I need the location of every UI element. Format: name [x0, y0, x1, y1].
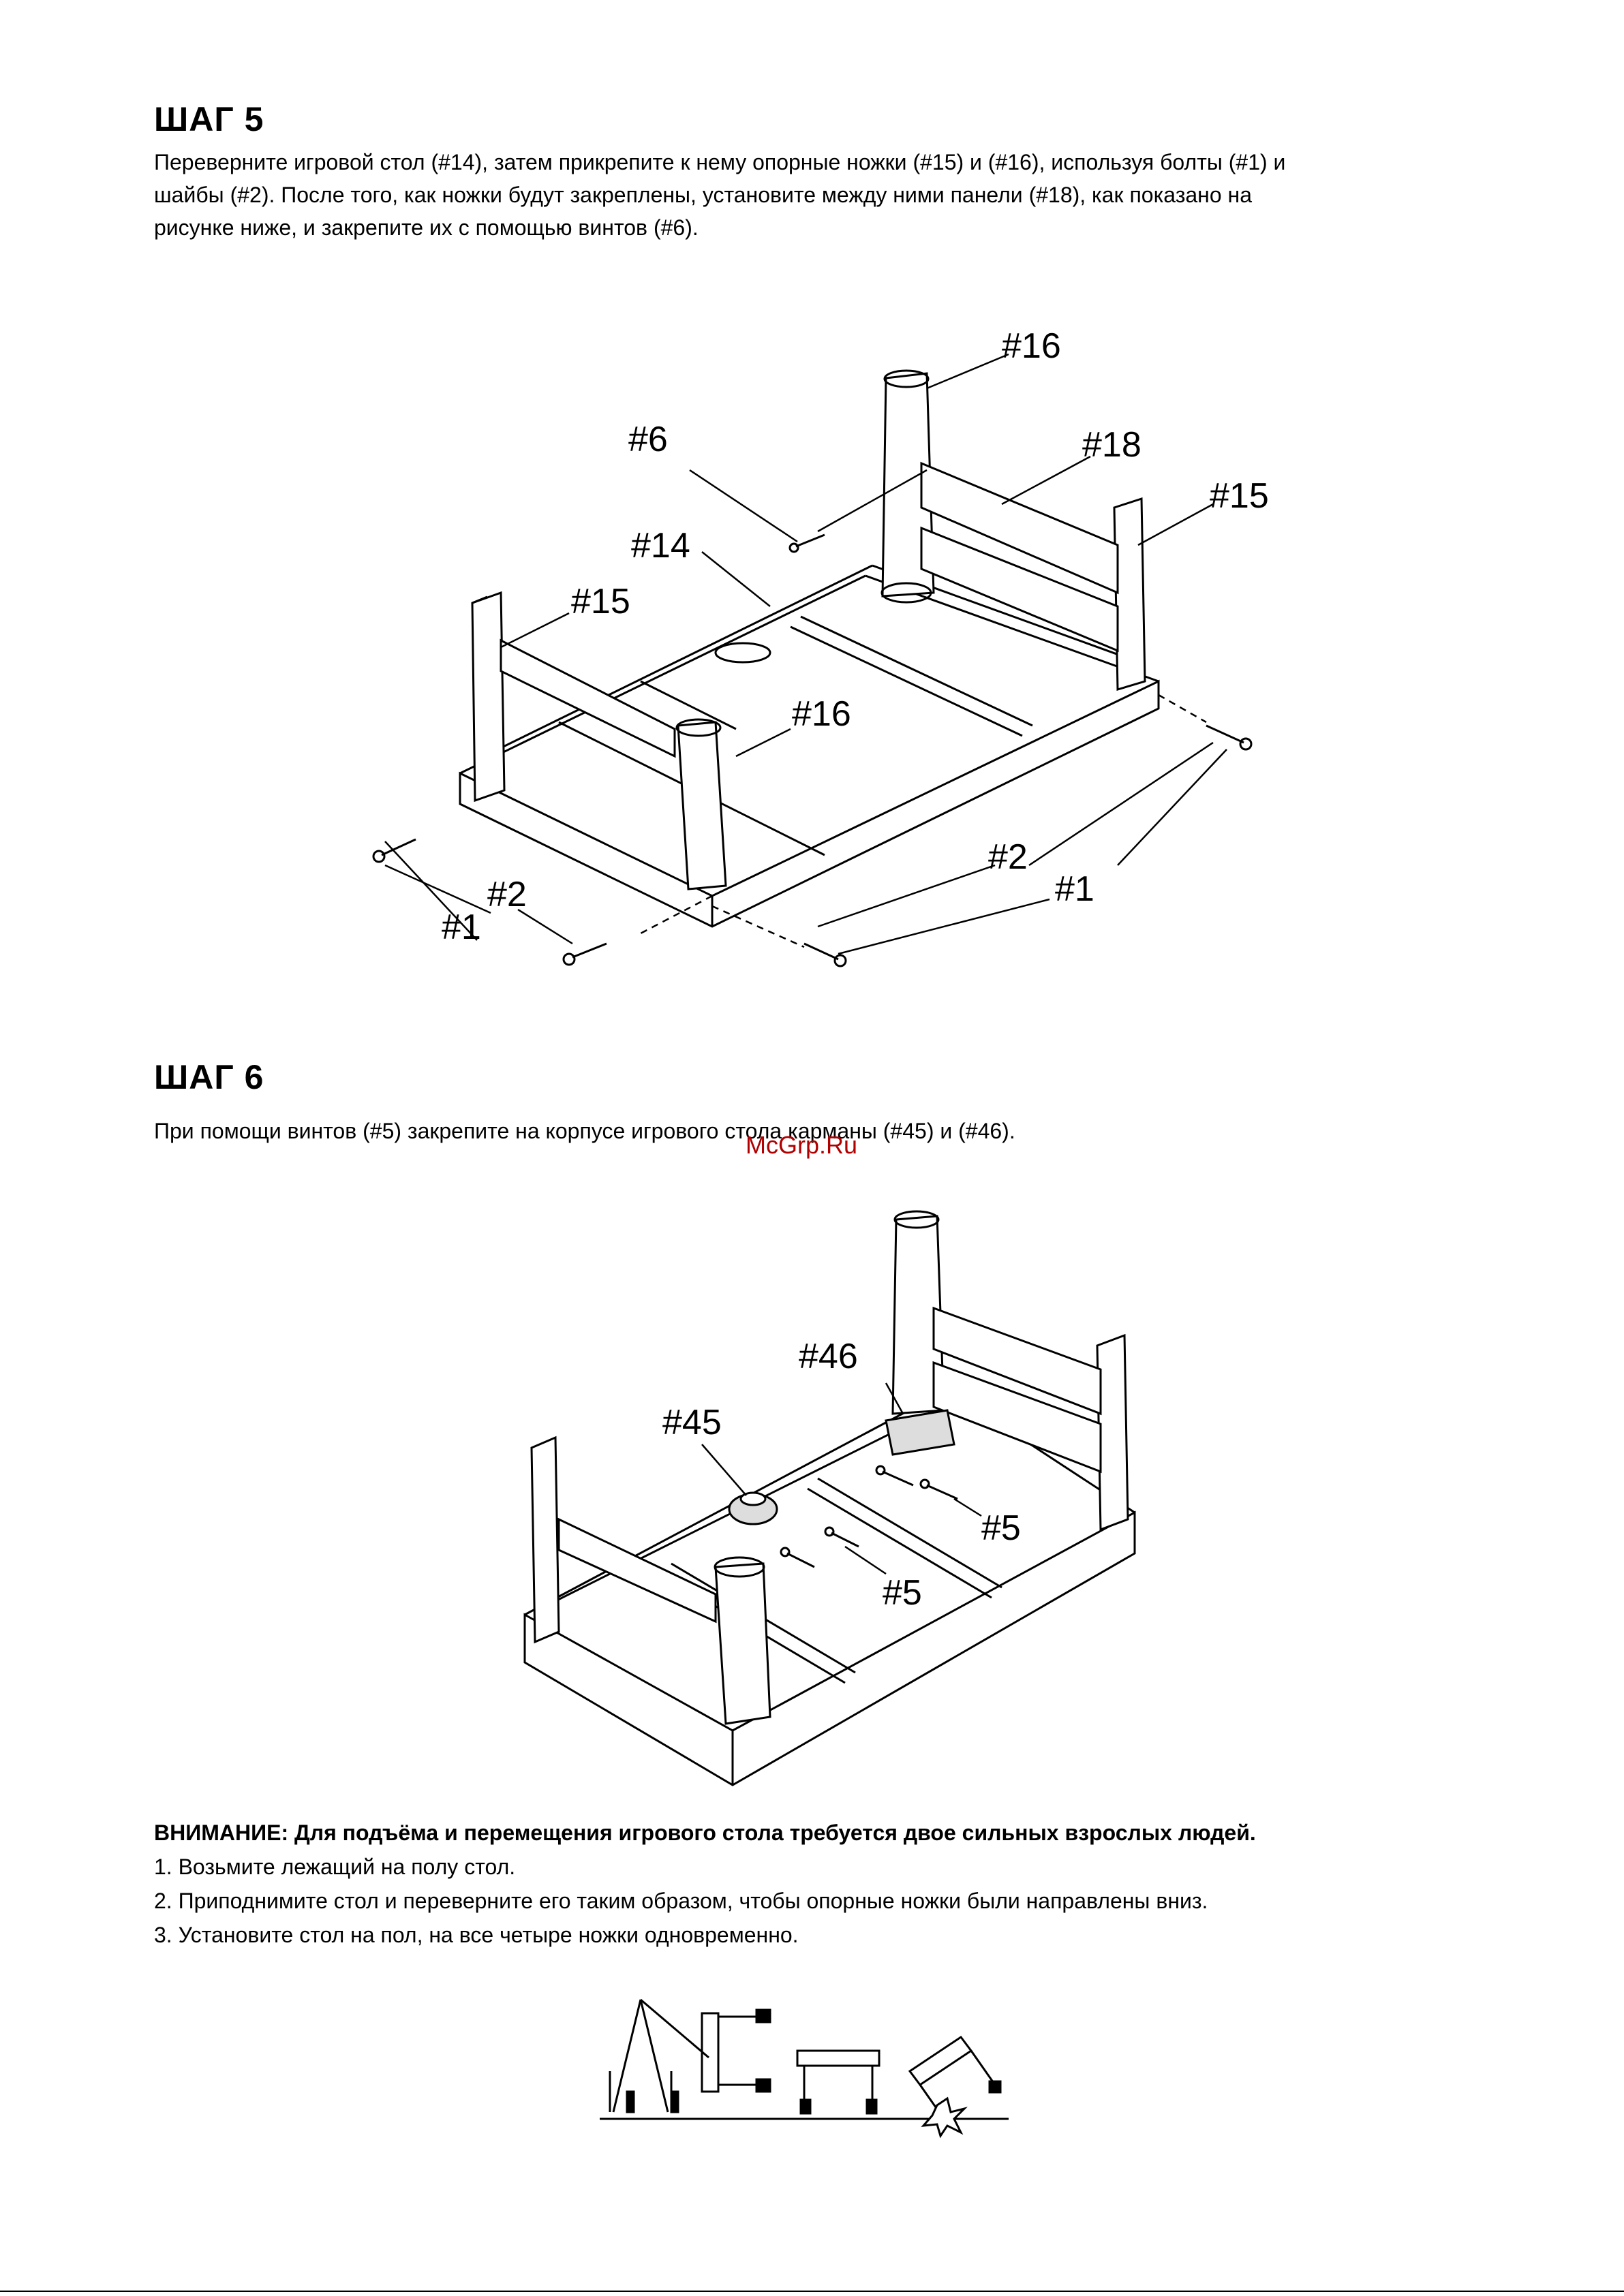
- label-16-top: #16: [1002, 326, 1061, 366]
- lifting-instructions-illustration: [600, 1998, 1009, 2139]
- label-1-left: #1: [442, 907, 481, 947]
- label-5-right: #5: [981, 1508, 1021, 1548]
- label-18: #18: [1082, 425, 1142, 465]
- pocket-45: [728, 1491, 778, 1525]
- screws-5: [780, 1465, 958, 1568]
- label-2-right: #2: [988, 837, 1028, 877]
- label-16-mid: #16: [792, 694, 851, 734]
- leader-lines: [701, 1382, 982, 1575]
- panel-18: [500, 461, 1119, 758]
- figure-table-sideways: [701, 2008, 771, 2093]
- pocket-46: [885, 1409, 955, 1456]
- leader-lines: [384, 353, 1227, 955]
- step5-line: рисунке ниже, и закрепите их с помощью в…: [154, 215, 699, 240]
- step6-assembly-diagram: #46 #45 #5 #5: [523, 1210, 1136, 1786]
- label-5-mid: #5: [883, 1573, 922, 1613]
- leg-15-right: [1113, 497, 1146, 692]
- step6-instructions: При помощи винтов (#5) закрепите на корп…: [154, 1119, 1015, 1143]
- label-45: #45: [662, 1403, 722, 1442]
- label-15-left: #15: [571, 582, 630, 621]
- side-panels: [557, 1306, 1102, 1624]
- watermark: McGrp.Ru: [746, 1131, 858, 1159]
- step5-assembly-diagram: #16 #6 #18 #15 #14 #15 #16 #2 #1 #2 #1: [372, 326, 1269, 967]
- bolts: [372, 533, 1253, 967]
- figure-table-dropped: [908, 2035, 1002, 2139]
- warning-text: Для подъёма и перемещения игрового стола…: [294, 1820, 1256, 1845]
- warning-prefix: ВНИМАНИЕ:: [154, 1820, 289, 1845]
- step5-line: Переверните игровой стол (#14), затем пр…: [154, 150, 1286, 174]
- figure-table-upright: [796, 2049, 880, 2115]
- warning-item: 1. Возьмите лежащий на полу стол.: [154, 1855, 516, 1879]
- label-14: #14: [631, 526, 690, 565]
- leg-16-mid: [675, 718, 727, 890]
- leg-15-left: [471, 591, 506, 803]
- warning-heading: ВНИМАНИЕ: Для подъёма и перемещения игро…: [154, 1816, 1469, 1850]
- warning-item: 3. Установите стол на пол, на все четыре…: [154, 1923, 799, 1947]
- step5-heading: ШАГ 5: [154, 100, 264, 138]
- step5-line: шайбы (#2). После того, как ножки будут …: [154, 183, 1252, 207]
- leg-right: [1096, 1333, 1129, 1532]
- page-bottom-border: [0, 2291, 1624, 2292]
- warning-item: 2. Приподнимите стол и переверните его т…: [154, 1889, 1208, 1913]
- step5-instructions: Переверните игровой стол (#14), затем пр…: [154, 146, 1469, 244]
- label-2-left: #2: [487, 875, 527, 914]
- leg-left: [530, 1436, 560, 1644]
- leg-mid: [714, 1556, 771, 1725]
- label-6: #6: [628, 420, 668, 459]
- label-1-right: #1: [1055, 869, 1094, 909]
- warning-block: ВНИМАНИЕ: Для подъёма и перемещения игро…: [154, 1816, 1469, 1952]
- label-15-right: #15: [1210, 476, 1269, 516]
- label-46: #46: [799, 1337, 858, 1376]
- step6-heading: ШАГ 6: [154, 1058, 264, 1096]
